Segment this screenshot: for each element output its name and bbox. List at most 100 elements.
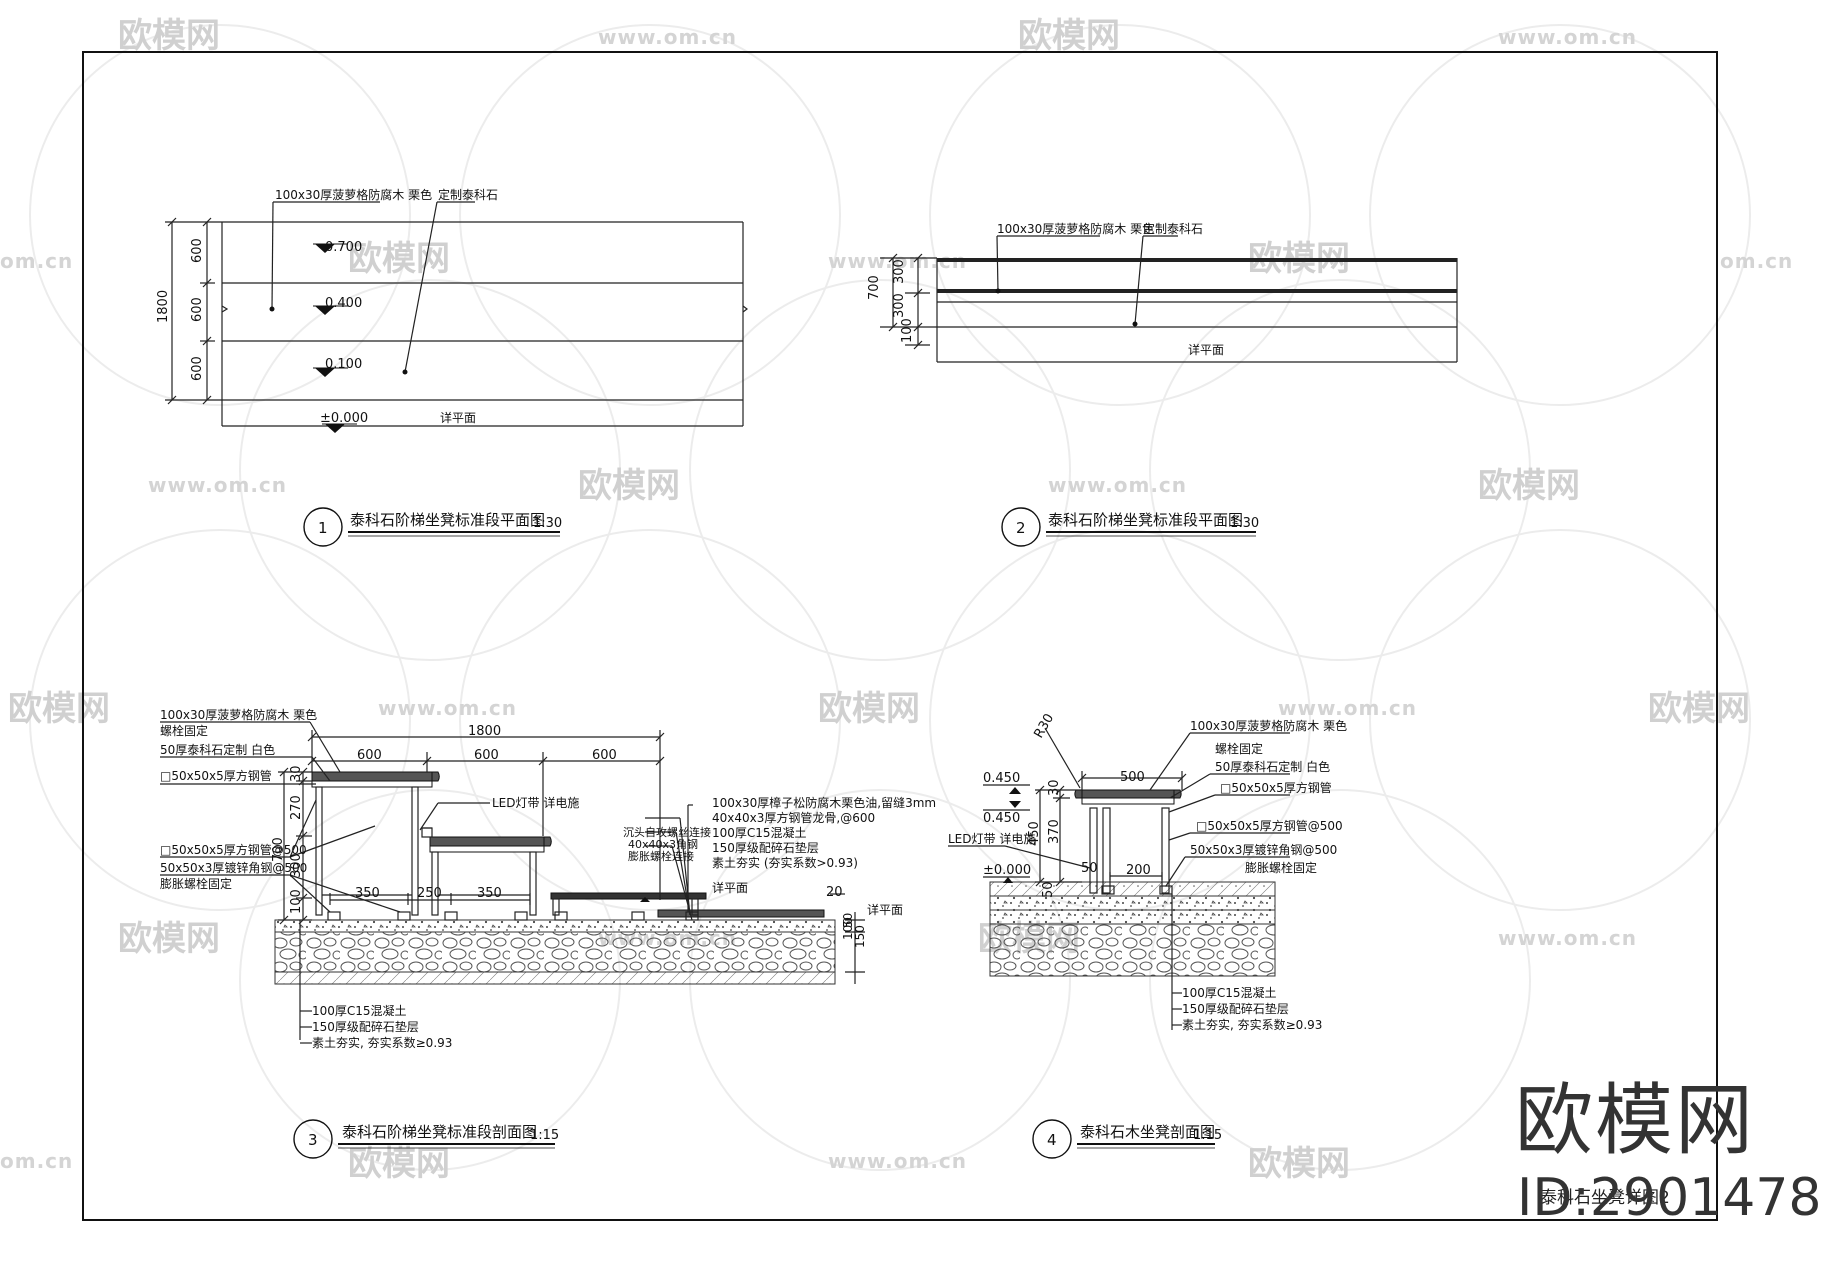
label-steel-tube: □50x50x5厚方钢管	[160, 768, 272, 783]
dim-v1: 100	[841, 917, 855, 940]
watermark-url: www.om.cn	[828, 1149, 967, 1173]
view-number: 2	[1016, 519, 1026, 537]
label-stone: 50厚泰科石定制 白色	[160, 742, 275, 757]
level-seat: 0.450	[983, 811, 1020, 826]
watermark-brand: 欧模网	[348, 1144, 450, 1184]
dim-total: 1800	[156, 290, 171, 323]
dim-c: 100	[900, 318, 915, 343]
label-gravel: 150厚级配碎石垫层	[712, 840, 819, 855]
label-keel: 40x40x3厚方钢管龙骨,@600	[712, 810, 875, 825]
dim-ht: 450	[1027, 821, 1042, 846]
watermark-brand: 欧模网	[1018, 16, 1120, 56]
dim-h1: 30	[289, 765, 304, 782]
dim-width: 500	[1120, 770, 1145, 785]
watermark-url: www.om.cn	[148, 473, 287, 497]
dim-total: 1800	[468, 724, 501, 739]
label-stone: 定制泰科石	[1143, 221, 1203, 236]
dim-h2: 270	[289, 795, 304, 820]
label-led: LED灯带 详电施	[492, 795, 579, 810]
label-base-gravel: 150厚级配碎石垫层	[312, 1019, 419, 1034]
label-steel-tube-spaced: □50x50x5厚方钢管@500	[1196, 818, 1343, 833]
radius-label: R30	[1031, 711, 1057, 741]
watermark-url: www.om.cn	[598, 25, 737, 49]
label-stone: 定制泰科石	[438, 187, 498, 202]
watermark-url: om.cn	[0, 249, 73, 273]
label-base-soil: 素土夯实, 夯实系数≥0.93	[1182, 1017, 1322, 1032]
watermark-url: www.om.cn	[1048, 473, 1187, 497]
label-expansion-bolt: 膨胀螺栓固定	[160, 876, 232, 891]
label-angle-steel: 50x50x3厚镀锌角钢@500	[160, 861, 307, 875]
dim-b: 600	[190, 297, 205, 322]
label-screw: 沉头自攻螺丝连接	[623, 825, 711, 839]
label-wood: 100x30厚菠萝格防腐木 栗色	[275, 187, 432, 202]
dim-v3: 150	[853, 925, 867, 948]
label-bolt: 螺栓固定	[160, 723, 208, 738]
level-mid: 0.400	[325, 296, 362, 311]
dim-v2: 50	[841, 913, 855, 928]
label-deck-wood: 100x30厚樟子松防腐木栗色油,留缝3mm	[712, 795, 936, 810]
label-ground-right: 详平面	[867, 902, 903, 917]
view-title: 泰科石阶梯坐凳标准段平面图	[1048, 511, 1243, 529]
dim-h4: 50	[1081, 861, 1098, 876]
level-base: ±0.000	[983, 863, 1031, 878]
dim-s3: 350	[477, 886, 502, 901]
dim-h1: 30	[1047, 779, 1062, 796]
dim-inner: 200	[1126, 863, 1151, 878]
dim-s2: 250	[417, 886, 442, 901]
dim-ht: 700	[271, 837, 286, 862]
level-top: 0.700	[325, 240, 362, 255]
label-angle-steel: 50x50x3厚镀锌角钢@500	[1190, 843, 1337, 857]
label-base-concrete: 100厚C15混凝土	[1182, 985, 1277, 1000]
label-stone: 50厚泰科石定制 白色	[1215, 759, 1330, 774]
label-base-gravel: 150厚级配碎石垫层	[1182, 1001, 1289, 1016]
dim-total: 700	[867, 275, 882, 300]
label-ground: 详平面	[712, 880, 748, 895]
dim-r: 20	[826, 885, 843, 900]
view-title: 泰科石木坐凳剖面图	[1080, 1123, 1215, 1141]
view-scale: 1:30	[1230, 516, 1259, 531]
label-expansion-bolt: 膨胀螺栓固定	[1245, 860, 1317, 875]
label-angle: 40x40x3角钢	[628, 838, 698, 851]
label-anchor: 膨胀螺栓连接	[628, 849, 694, 863]
watermark-url: om.cn	[1720, 249, 1793, 273]
watermark-brand: 欧模网	[578, 466, 680, 506]
watermark-brand: 欧模网	[348, 239, 450, 279]
level-low: 0.100	[325, 357, 362, 372]
dim-b: 600	[474, 748, 499, 763]
watermark-url: www.om.cn	[1278, 696, 1417, 720]
dim-a: 600	[190, 238, 205, 263]
label-led: LED灯带 详电施	[948, 831, 1035, 846]
level-base: ±0.000	[320, 411, 368, 426]
dim-h4: 100	[289, 889, 304, 914]
watermark-brand: 欧模网	[1248, 1144, 1350, 1184]
dim-h2: 370	[1047, 819, 1062, 844]
label-base-soil: 素土夯实, 夯实系数≥0.93	[312, 1035, 452, 1050]
dim-h3: 300	[289, 853, 304, 878]
dim-h3: 50	[1041, 881, 1056, 898]
dim-a: 600	[357, 748, 382, 763]
view-scale: 1:15	[1193, 1128, 1222, 1143]
dim-a: 300	[892, 259, 907, 284]
label-base-concrete: 100厚C15混凝土	[312, 1003, 407, 1018]
watermark-url: www.om.cn	[1498, 25, 1637, 49]
watermark-brand: 欧模网	[1478, 466, 1580, 506]
dim-b: 300	[892, 293, 907, 318]
view-2-plan: 100x30厚菠萝格防腐木 栗色 定制泰科石 详平面 700 300 300 1…	[867, 221, 1458, 547]
view-scale: 1:15	[530, 1128, 559, 1143]
dim-s1: 350	[355, 886, 380, 901]
label-soil: 素土夯实 (夯实系数>0.93)	[712, 855, 858, 870]
view-number: 3	[308, 1131, 318, 1149]
view-3-section: 100x30厚菠萝格防腐木 栗色 螺栓固定 50厚泰科石定制 白色 □50x50…	[160, 707, 936, 1159]
sheet-border	[82, 51, 1718, 1221]
level-top: 0.450	[983, 771, 1020, 786]
view-4-section: R30 0.450 0.450 ±0.000 LED灯带 详电施 500 200…	[948, 711, 1347, 1159]
view-number: 1	[318, 519, 328, 537]
label-steel-tube: □50x50x5厚方钢管	[1220, 780, 1332, 795]
label-wood: 100x30厚菠萝格防腐木 栗色	[1190, 718, 1347, 733]
label-ground: 详平面	[1188, 342, 1224, 357]
watermark-brand: 欧模网	[1648, 689, 1750, 729]
view-title: 泰科石阶梯坐凳标准段剖面图	[342, 1123, 537, 1141]
label-concrete: 100厚C15混凝土	[712, 825, 807, 840]
